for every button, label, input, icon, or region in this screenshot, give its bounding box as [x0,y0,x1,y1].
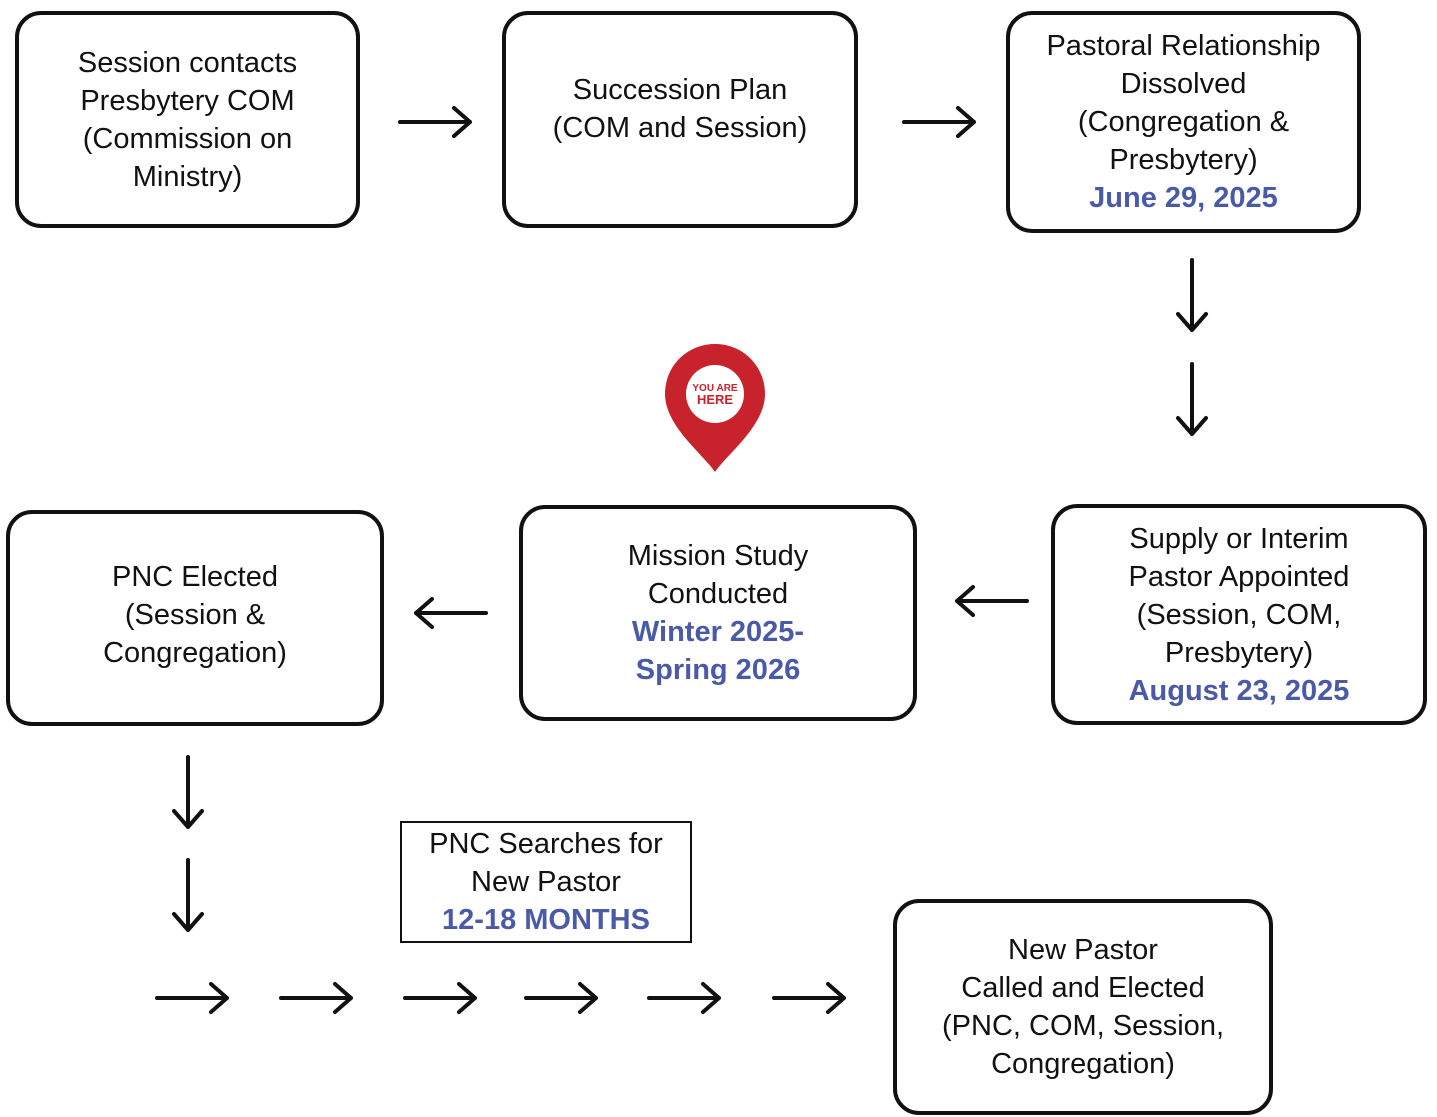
pin-label-line: YOU ARE [692,383,738,394]
step-text-line: (Session, COM, [1136,598,1342,631]
arrow-right-icon [524,982,598,1014]
step-text-line: Mission Study [627,540,809,572]
step-text-line: Conducted [647,578,789,610]
step-succession-plan: Succession Plan (COM and Session) [502,11,858,228]
step-text-line: Supply or Interim [1129,522,1349,555]
step-date: August 23, 2025 [1128,674,1350,707]
arrow-right-icon [647,982,721,1014]
step-text-line: PNC Searches for [429,828,663,860]
step-mission-study: Mission Study Conducted Winter 2025- Spr… [519,505,917,721]
step-text-line: Pastoral Relationship [1046,30,1321,62]
arrow-down-icon [1176,258,1208,332]
step-text-line: Succession Plan [572,74,788,106]
step-text-line: Presbytery) [1164,636,1314,669]
step-date: Spring 2026 [635,654,801,686]
step-text-line: (Session & [124,599,266,631]
step-date: Winter 2025- [631,616,805,648]
arrow-right-icon [398,106,472,138]
location-pin-icon: YOU ARE HERE [663,342,767,474]
step-text-line: (Congregation & [1077,106,1290,138]
step-new-pastor: New Pastor Called and Elected (PNC, COM,… [893,899,1273,1115]
step-text-line: (Commission on [82,122,293,155]
step-text-line: Session contacts [77,46,298,79]
step-date: 12-18 MONTHS [442,904,650,936]
arrow-right-icon [155,982,229,1014]
arrow-right-icon [279,982,353,1014]
step-text-line: Presbytery COM [80,84,295,117]
step-text-line: Pastor Appointed [1128,560,1350,593]
arrow-down-icon [172,755,204,829]
step-text-line: New Pastor [1008,934,1158,966]
step-text-line: Presbytery) [1109,144,1258,176]
step-date: June 29, 2025 [1089,182,1278,214]
arrow-down-icon [1176,362,1208,436]
step-text-line: Ministry) [132,160,243,193]
pin-label-line: HERE [697,392,733,407]
step-text-line: Congregation) [103,637,287,669]
step-session-contacts: Session contacts Presbytery COM (Commiss… [15,11,360,228]
step-text-line: New Pastor [471,866,621,898]
step-relationship-dissolved: Pastoral Relationship Dissolved (Congreg… [1006,11,1361,233]
step-pnc-searches: PNC Searches for New Pastor 12-18 MONTHS [400,821,692,943]
step-text-line: PNC Elected [111,561,278,593]
arrow-right-icon [403,982,477,1014]
step-text-line: Congregation) [991,1048,1175,1080]
step-supply-interim: Supply or Interim Pastor Appointed (Sess… [1051,504,1427,725]
arrow-down-icon [172,858,204,932]
step-text-line: (COM and Session) [552,112,808,144]
step-text-line: Called and Elected [961,972,1205,1004]
arrow-right-icon [772,982,846,1014]
arrow-left-icon [414,597,488,629]
step-text-line: Dissolved [1120,68,1247,100]
arrow-left-icon [955,585,1029,617]
step-pnc-elected: PNC Elected (Session & Congregation) [6,510,384,726]
arrow-right-icon [902,106,976,138]
step-text-line: (PNC, COM, Session, [942,1010,1224,1042]
